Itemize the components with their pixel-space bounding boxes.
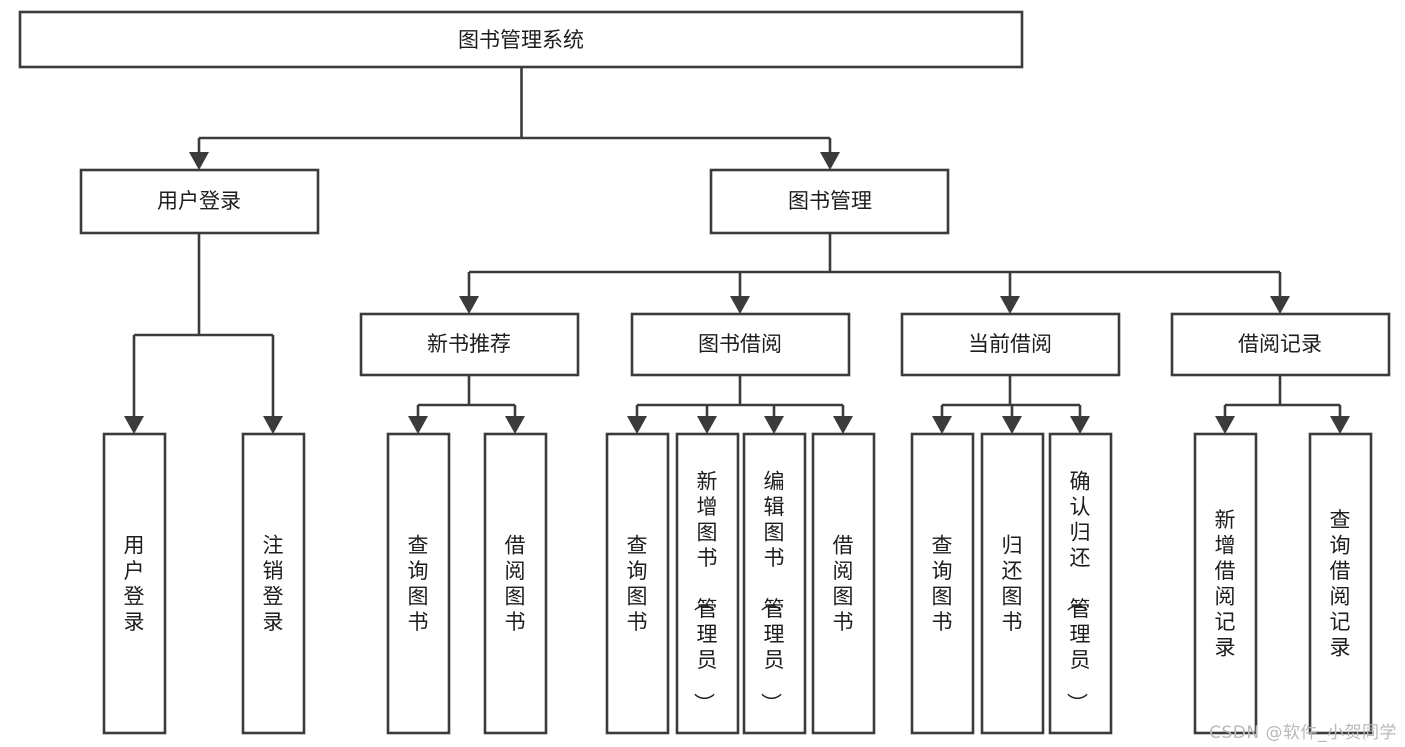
node-leaf-user-login-box[interactable] xyxy=(102,432,167,735)
node-new-book-rec-box[interactable] xyxy=(359,312,580,377)
node-leaf-query-book-2[interactable]: 查询图书 xyxy=(605,432,670,735)
arrowhead-leaf-add-record xyxy=(1215,416,1235,434)
node-book-borrow-box[interactable] xyxy=(630,312,851,377)
arrowhead-book-borrow xyxy=(730,296,750,314)
arrowhead-user-login xyxy=(189,152,209,170)
node-leaf-return-book-box[interactable] xyxy=(980,432,1045,735)
node-leaf-user-login[interactable]: 用户登录 xyxy=(102,432,167,735)
arrowhead-leaf-return-book xyxy=(1002,416,1022,434)
node-leaf-confirm-return-label: 确认归还（管理员） xyxy=(1065,470,1091,714)
node-borrow-record-label: 借阅记录 xyxy=(1238,332,1322,356)
node-leaf-query-record-box[interactable] xyxy=(1308,432,1373,735)
node-root-label: 图书管理系统 xyxy=(458,28,584,52)
node-leaf-edit-book[interactable]: 编辑图书（管理员） xyxy=(742,432,807,735)
node-leaf-logout-label: 注销登录 xyxy=(263,533,284,634)
node-leaf-add-book-box[interactable] xyxy=(675,432,740,735)
node-user-login-box[interactable] xyxy=(79,168,320,235)
node-leaf-borrow-book-2[interactable]: 借阅图书 xyxy=(811,432,876,735)
node-current-borrow-box[interactable] xyxy=(900,312,1121,377)
node-leaf-query-book-3-label: 查询图书 xyxy=(932,533,953,634)
arrowhead-leaf-logout xyxy=(263,416,283,434)
arrowhead-leaf-confirm-return xyxy=(1070,416,1090,434)
arrowhead-book-manage xyxy=(820,152,840,170)
node-leaf-query-book-2-box[interactable] xyxy=(605,432,670,735)
node-leaf-query-book-3[interactable]: 查询图书 xyxy=(910,432,975,735)
node-root-box[interactable] xyxy=(18,10,1024,69)
node-user-login-label: 用户登录 xyxy=(157,189,241,213)
arrowhead-new-book-rec xyxy=(459,296,479,314)
node-leaf-query-book-1[interactable]: 查询图书 xyxy=(386,432,451,735)
node-new-book-rec[interactable]: 新书推荐 xyxy=(359,312,580,377)
node-book-manage-box[interactable] xyxy=(709,168,950,235)
arrowhead-borrow-record xyxy=(1270,296,1290,314)
node-leaf-query-record[interactable]: 查询借阅记录 xyxy=(1308,432,1373,735)
node-leaf-return-book-label: 归还图书 xyxy=(1002,533,1023,634)
arrowhead-leaf-add-book xyxy=(697,416,717,434)
node-leaf-borrow-book-2-label: 借阅图书 xyxy=(833,533,854,634)
arrowhead-leaf-query-book-2 xyxy=(627,416,647,434)
node-current-borrow-label: 当前借阅 xyxy=(968,332,1052,356)
node-leaf-query-book-1-box[interactable] xyxy=(386,432,451,735)
node-leaf-borrow-book-1-box[interactable] xyxy=(483,432,548,735)
node-leaf-add-record-box[interactable] xyxy=(1193,432,1258,735)
node-book-manage-label: 图书管理 xyxy=(788,189,872,213)
node-leaf-logout-box[interactable] xyxy=(241,432,306,735)
node-leaf-query-book-3-box[interactable] xyxy=(910,432,975,735)
node-leaf-query-book-2-label: 查询图书 xyxy=(627,533,648,634)
node-leaf-query-record-label: 查询借阅记录 xyxy=(1330,508,1351,660)
arrowhead-current-borrow xyxy=(1000,296,1020,314)
edges-layer xyxy=(124,67,1350,434)
node-leaf-confirm-return[interactable]: 确认归还（管理员） xyxy=(1048,432,1113,735)
node-user-login[interactable]: 用户登录 xyxy=(79,168,320,235)
node-leaf-edit-book-box[interactable] xyxy=(742,432,807,735)
node-leaf-query-book-1-label: 查询图书 xyxy=(408,533,429,634)
node-new-book-rec-label: 新书推荐 xyxy=(427,332,511,356)
node-leaf-logout[interactable]: 注销登录 xyxy=(241,432,306,735)
node-borrow-record-box[interactable] xyxy=(1170,312,1391,377)
node-book-manage[interactable]: 图书管理 xyxy=(709,168,950,235)
arrowhead-leaf-edit-book xyxy=(764,416,784,434)
node-leaf-borrow-book-2-box[interactable] xyxy=(811,432,876,735)
node-leaf-add-book-label: 新增图书（管理员） xyxy=(692,470,718,714)
arrowhead-leaf-query-record xyxy=(1330,416,1350,434)
node-current-borrow[interactable]: 当前借阅 xyxy=(900,312,1121,377)
node-root[interactable]: 图书管理系统 xyxy=(18,10,1024,69)
node-leaf-edit-book-label: 编辑图书（管理员） xyxy=(759,470,785,714)
arrowhead-leaf-borrow-book-1 xyxy=(505,416,525,434)
arrowhead-leaf-borrow-book-2 xyxy=(833,416,853,434)
node-leaf-user-login-label: 用户登录 xyxy=(124,533,145,634)
arrowhead-leaf-query-book-3 xyxy=(932,416,952,434)
node-leaf-add-record[interactable]: 新增借阅记录 xyxy=(1193,432,1258,735)
node-leaf-confirm-return-box[interactable] xyxy=(1048,432,1113,735)
node-book-borrow[interactable]: 图书借阅 xyxy=(630,312,851,377)
nodes-layer: 图书管理系统 用户登录 图书管理 新书推荐 图书借阅 xyxy=(18,10,1391,735)
node-leaf-borrow-book-1-label: 借阅图书 xyxy=(505,533,526,634)
node-book-borrow-label: 图书借阅 xyxy=(698,332,782,356)
node-leaf-add-book[interactable]: 新增图书（管理员） xyxy=(675,432,740,735)
arrowhead-leaf-user-login xyxy=(124,416,144,434)
node-borrow-record[interactable]: 借阅记录 xyxy=(1170,312,1391,377)
node-leaf-return-book[interactable]: 归还图书 xyxy=(980,432,1045,735)
node-leaf-add-record-label: 新增借阅记录 xyxy=(1215,508,1236,660)
node-leaf-borrow-book-1[interactable]: 借阅图书 xyxy=(483,432,548,735)
arrowhead-leaf-query-book-1 xyxy=(408,416,428,434)
csdn-watermark: CSDN @软件_小贺同学 xyxy=(1209,723,1397,743)
